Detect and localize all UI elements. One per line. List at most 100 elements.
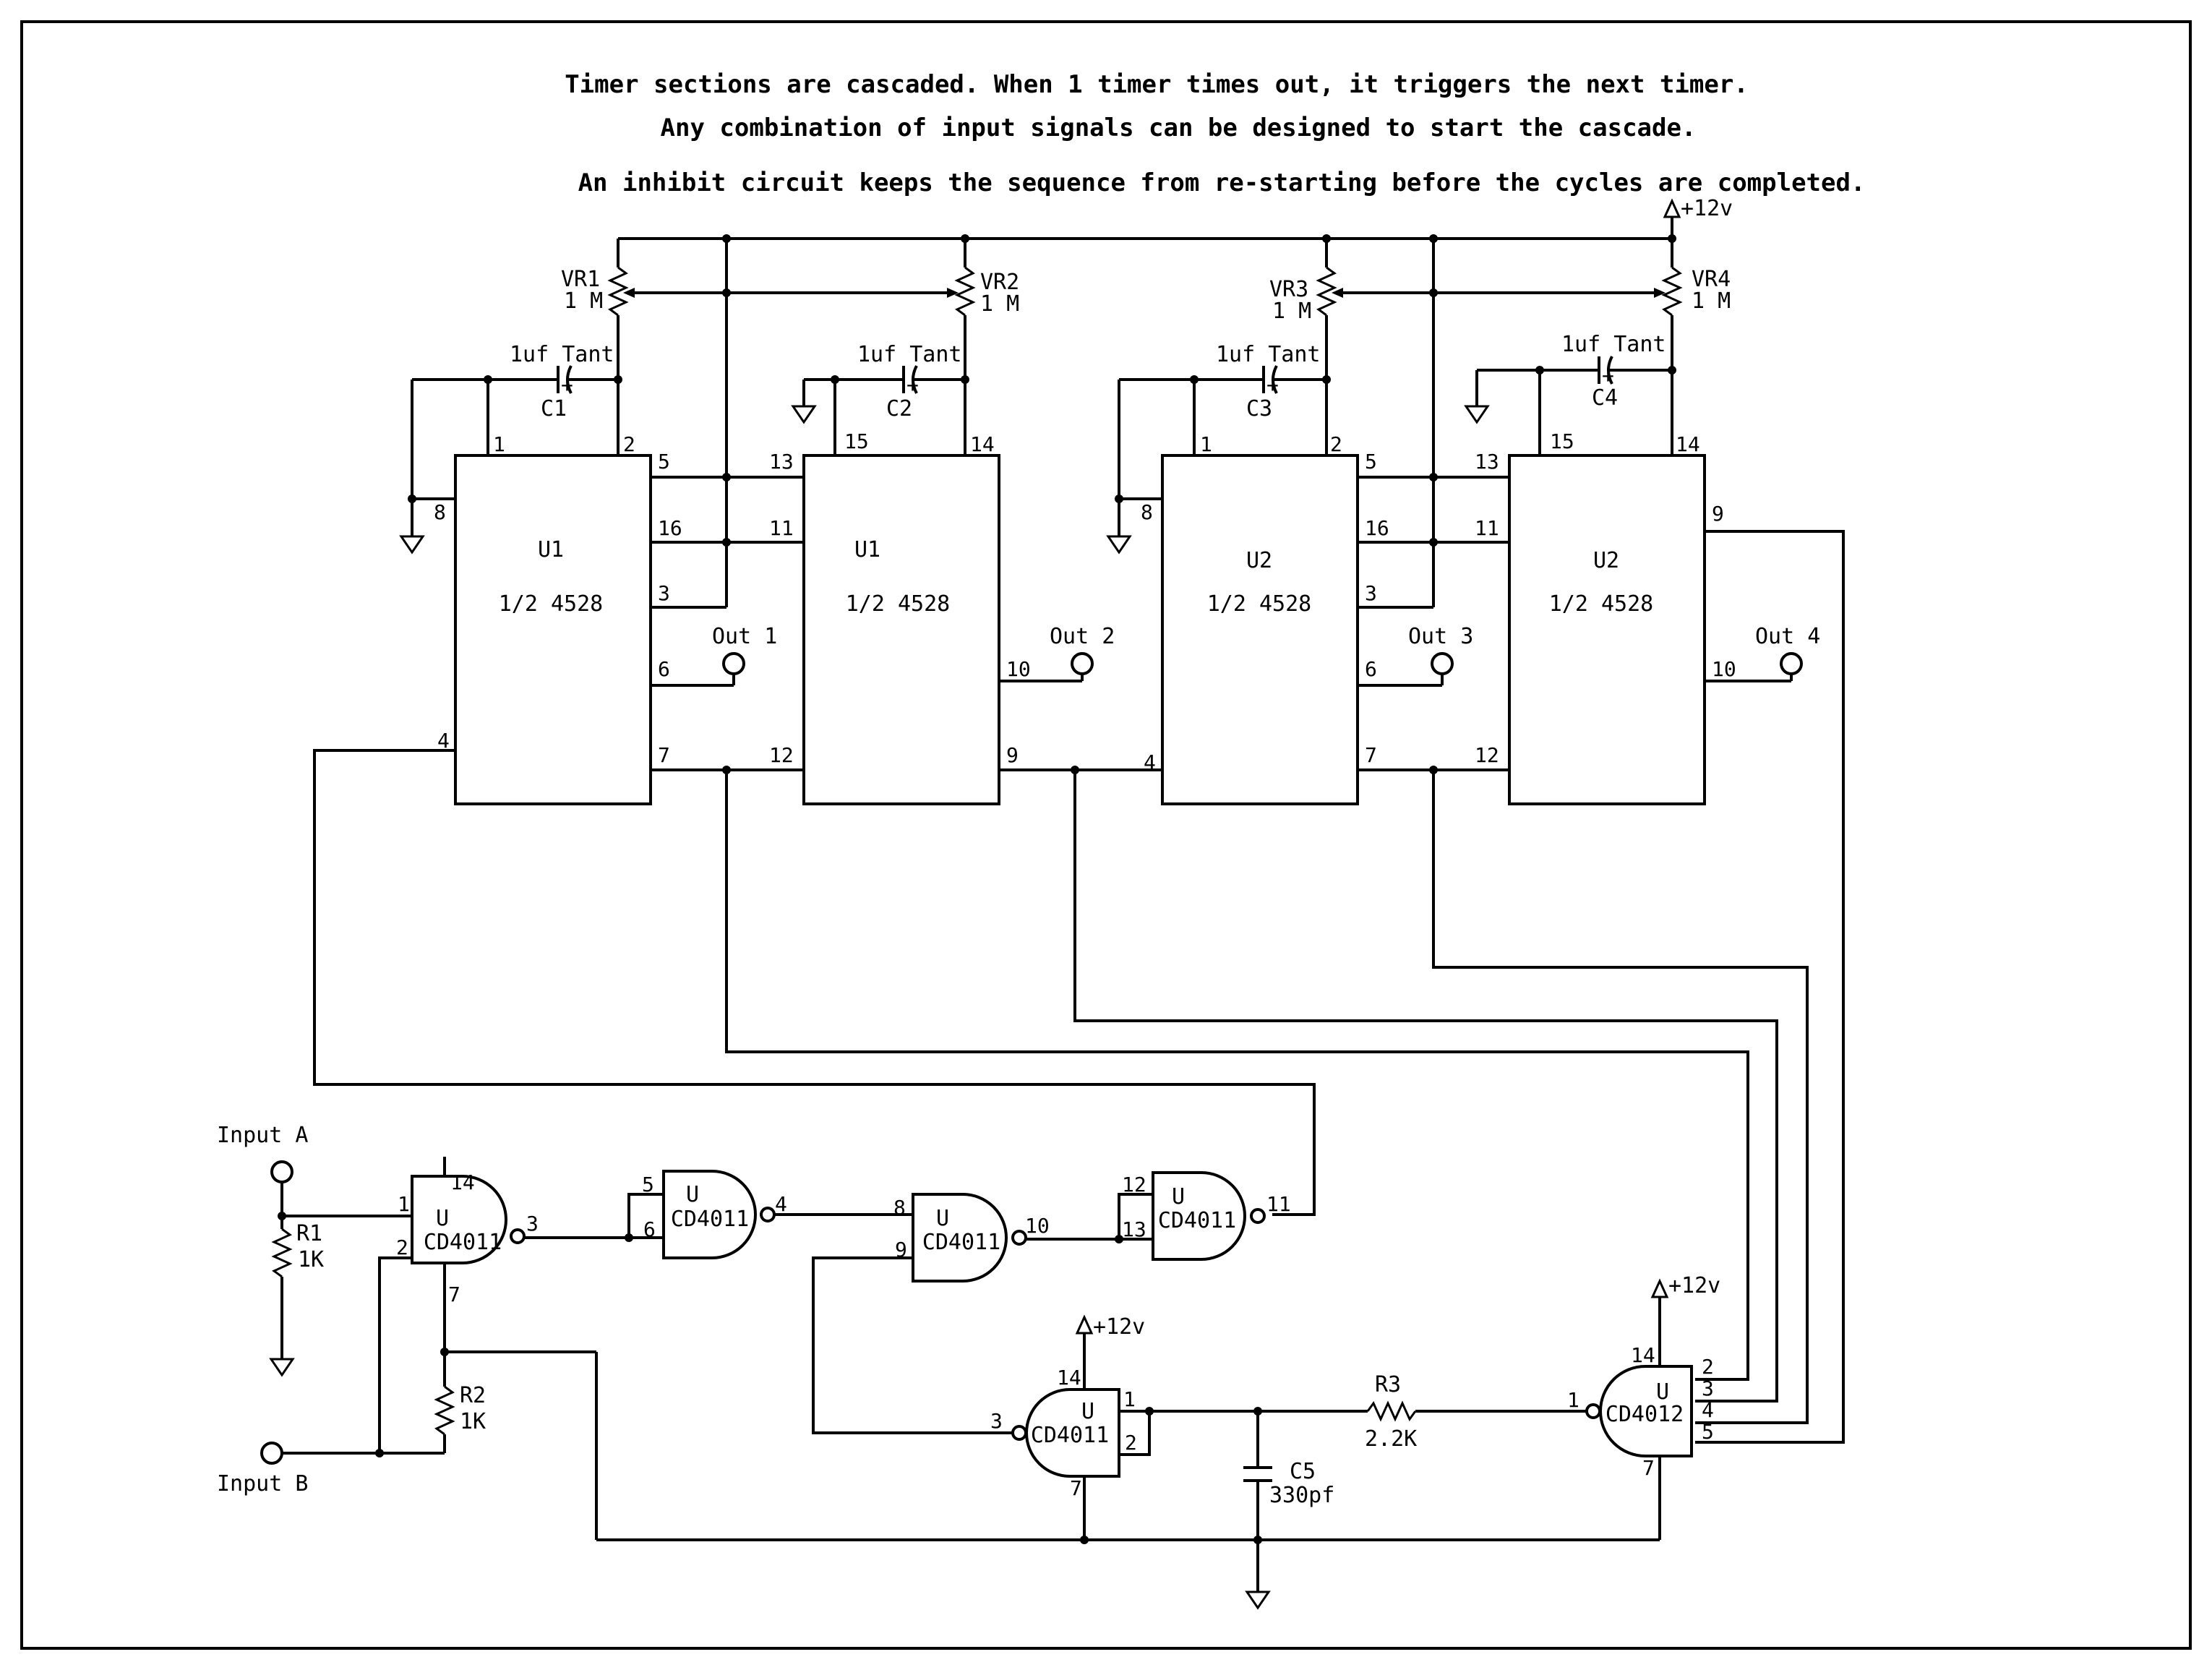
nand-gate-2 (662, 1170, 776, 1259)
t3-pin-c: 3 (1365, 581, 1377, 605)
g1-pin-gnd: 7 (448, 1283, 460, 1306)
g6-pin-in5: 1 (1567, 1388, 1579, 1412)
t3-pin-q: 6 (1365, 657, 1377, 681)
g6-pin-gnd: 7 (1642, 1456, 1655, 1480)
capacitor-c1 (399, 365, 622, 554)
pot-vr1 (607, 239, 959, 455)
pot-vr3 (1316, 239, 1666, 455)
output-2 (999, 652, 1094, 682)
t2-pin-q: 10 (1006, 657, 1031, 681)
supply-feeds (651, 239, 1509, 609)
g6-pin-in4: 5 (1702, 1420, 1714, 1444)
t4-pin-a: 13 (1475, 450, 1499, 474)
nand-gate-6 (1585, 1278, 1693, 1540)
timer-3-ref: U2 (1246, 548, 1272, 573)
t3-pin-a: 5 (1365, 450, 1377, 474)
output-1 (651, 652, 745, 687)
input-b-terminal (260, 1442, 283, 1465)
gate-3-ref: U (936, 1206, 949, 1231)
g5-pin-gnd: 7 (1070, 1476, 1082, 1500)
out-1-label: Out 1 (712, 624, 777, 649)
c3-polarity: + (1266, 373, 1279, 397)
gate-5-supply: +12v (1093, 1314, 1145, 1340)
t4-pin-q: 10 (1712, 657, 1736, 681)
t4-pin-b: 11 (1475, 516, 1499, 540)
g4-pin-out: 11 (1266, 1192, 1291, 1216)
note-1: Timer sections are cascaded. When 1 time… (565, 70, 1749, 99)
input-b-label: Input B (217, 1471, 308, 1496)
out-2-label: Out 2 (1050, 624, 1115, 649)
note-3: An inhibit circuit keeps the sequence fr… (578, 168, 1866, 197)
c3-label: C3 (1246, 396, 1272, 421)
nand-gate-5 (1011, 1314, 1120, 1540)
c3-value: 1uf Tant (1216, 342, 1321, 367)
timer-1-part: 1/2 4528 (499, 591, 604, 617)
gate-1-part: CD4011 (424, 1230, 502, 1255)
t1-pin-a: 5 (658, 450, 670, 474)
g1-pin-vdd: 14 (450, 1170, 475, 1194)
t2-pin-qbar: 9 (1006, 743, 1019, 767)
r1-label: R1 (296, 1221, 322, 1246)
t1-pin-q: 6 (658, 657, 670, 681)
t4-pin-reset: 12 (1475, 743, 1499, 767)
input-a-terminal (270, 1160, 293, 1183)
cascade-wiring (313, 530, 1845, 1444)
vr3-value: 1 M (1272, 299, 1311, 324)
r3-value: 2.2K (1365, 1426, 1417, 1452)
c2-value: 1uf Tant (857, 342, 962, 367)
t1-pin-reset: 4 (437, 729, 450, 753)
c4-polarity: + (1602, 364, 1614, 387)
c5-label: C5 (1290, 1459, 1316, 1484)
c1-polarity: + (561, 373, 573, 397)
c1-label: C1 (541, 396, 567, 421)
g6-pin-in1: 2 (1702, 1355, 1714, 1379)
r3-label: R3 (1375, 1372, 1401, 1397)
supply-rail-top (618, 198, 1681, 243)
timer-1 (454, 454, 652, 805)
t3-pin-cap2: 2 (1330, 432, 1342, 456)
g5-pin-out: 3 (990, 1409, 1003, 1433)
timer-3 (1161, 454, 1359, 805)
out-3-label: Out 3 (1408, 624, 1473, 649)
timer-4-ref: U2 (1593, 548, 1619, 573)
t1-pin-cap1: 1 (493, 432, 505, 456)
vr3-label: VR3 (1269, 277, 1308, 302)
vr4-label: VR4 (1692, 267, 1731, 292)
g1-pin-in2: 2 (396, 1236, 408, 1259)
timer-2-part: 1/2 4528 (846, 591, 951, 617)
input-a-label: Input A (217, 1123, 308, 1148)
capacitor-c4 (1464, 356, 1676, 455)
g5-pin-in2: 2 (1125, 1431, 1137, 1455)
nand-gate-4 (1152, 1171, 1266, 1261)
t3-pin-b: 16 (1365, 516, 1389, 540)
r2-value: 1K (460, 1409, 486, 1434)
gate-5-part: CD4011 (1031, 1423, 1109, 1448)
t3-pin-reset: 4 (1144, 750, 1156, 774)
pot-vr2 (954, 239, 976, 455)
t4-pin-qbar: 9 (1712, 502, 1724, 526)
g4-pin-in1: 12 (1122, 1173, 1146, 1196)
gate-4-part: CD4011 (1158, 1208, 1236, 1233)
t1-pin-cap2: 2 (623, 432, 635, 456)
gate-4-ref: U (1172, 1184, 1185, 1209)
output-3 (1358, 652, 1454, 687)
g6-pin-in2: 3 (1702, 1376, 1714, 1400)
logic-wiring (269, 1182, 1660, 1610)
t2-pin-cap1: 15 (844, 429, 869, 453)
g1-pin-in1: 1 (398, 1192, 410, 1216)
g5-pin-vdd: 14 (1057, 1366, 1081, 1389)
vr1-value: 1 M (564, 288, 603, 314)
t3-pin-cap1: 1 (1200, 432, 1212, 456)
t4-pin-cap2: 14 (1676, 432, 1700, 456)
t2-pin-cap2: 14 (970, 432, 995, 456)
c1-value: 1uf Tant (510, 342, 614, 367)
timer-2-ref: U1 (854, 537, 880, 562)
timer-2 (802, 454, 1000, 805)
t1-pin-c: 3 (658, 581, 670, 605)
gate-6-supply: +12v (1668, 1273, 1720, 1298)
gate-2-ref: U (686, 1182, 699, 1207)
timer-4 (1508, 454, 1706, 805)
nand-gate-1 (411, 1157, 526, 1345)
c2-polarity: + (906, 373, 919, 397)
